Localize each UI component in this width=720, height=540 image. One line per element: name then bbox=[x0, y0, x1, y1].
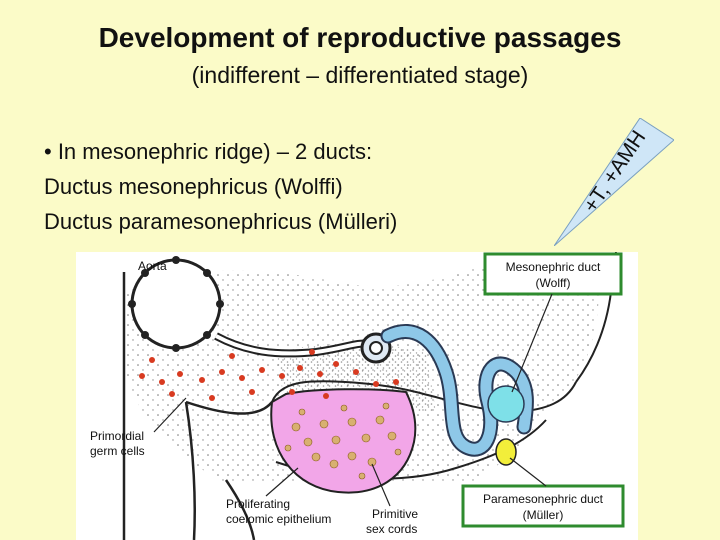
bullet-list: • In mesonephric ridge) – 2 ducts: Ductu… bbox=[44, 134, 397, 239]
glomerulus bbox=[369, 341, 383, 355]
label-mesonephric-duct: Mesonephric duct bbox=[506, 260, 601, 274]
aorta-wall-cells bbox=[128, 256, 224, 352]
label-primordial: Primordial bbox=[90, 429, 144, 443]
embryo-diagram: Aorta Mesonephric duct (Wolff) Primordia… bbox=[76, 252, 638, 540]
mesonephric-duct bbox=[487, 385, 525, 423]
label-coelomic: coelomic epithelium bbox=[226, 512, 331, 526]
body-outline bbox=[122, 272, 273, 540]
label-mesonephric-wolff: (Wolff) bbox=[536, 276, 571, 290]
label-paramesonephric-muller: (Müller) bbox=[523, 508, 564, 522]
mesonephric-duct-label-box: Mesonephric duct (Wolff) bbox=[483, 252, 623, 296]
hormone-badge: +T, +AMH bbox=[554, 118, 674, 246]
paramesonephric-label-box: Paramesonephric duct (Müller) bbox=[461, 484, 625, 528]
label-germ-cells: germ cells bbox=[90, 444, 145, 458]
paramesonephric-pointer bbox=[509, 457, 547, 487]
slide-title: Development of reproductive passages bbox=[98, 22, 622, 53]
bullet-item: • In mesonephric ridge) – 2 ducts: bbox=[44, 139, 373, 164]
duct-line-wolffi: Ductus mesonephricus (Wolffi) bbox=[44, 174, 343, 199]
label-primitive: Primitive bbox=[372, 507, 418, 521]
duct-line-mulleri: Ductus paramesonephricus (Mülleri) bbox=[44, 209, 398, 234]
badge-shape bbox=[554, 118, 674, 246]
paramesonephric-duct bbox=[495, 438, 517, 466]
mesonephric-tubule-fill bbox=[382, 325, 532, 455]
label-paramesonephric-duct: Paramesonephric duct bbox=[483, 492, 604, 506]
label-aorta: Aorta bbox=[138, 259, 167, 273]
proliferating-pointer bbox=[265, 467, 299, 497]
mesentery bbox=[184, 401, 256, 540]
sex-cords bbox=[284, 402, 402, 480]
gonadal-ridge bbox=[270, 388, 417, 494]
mesonephric-pointer bbox=[511, 293, 553, 393]
primordial-germ-cells bbox=[139, 349, 399, 401]
label-proliferating: Proliferating bbox=[226, 497, 290, 511]
badge-text: +T, +AMH bbox=[579, 127, 650, 217]
slide-subtitle: (indifferent – differentiated stage) bbox=[191, 62, 529, 88]
ridge-outline bbox=[271, 380, 577, 414]
label-sex-cords: sex cords bbox=[366, 522, 417, 536]
germ-cell-pointer bbox=[153, 397, 187, 433]
sex-cords-pointer bbox=[371, 463, 391, 507]
